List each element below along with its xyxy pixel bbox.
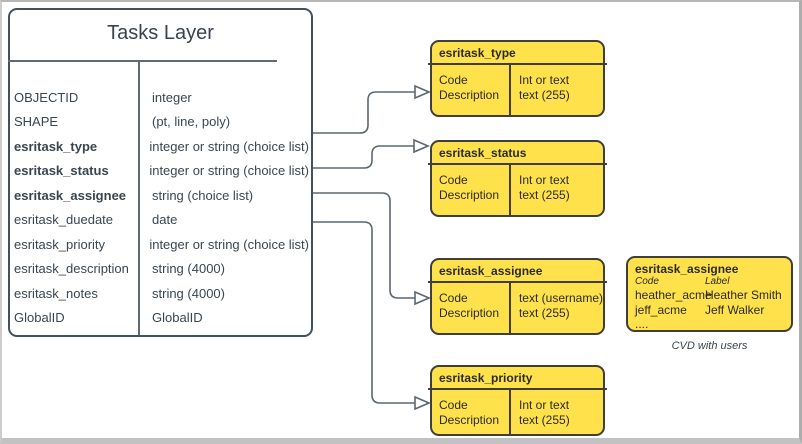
domain-box-title: esritask_type: [439, 46, 516, 60]
field-name: esritask_status: [14, 163, 109, 179]
field-type: integer or string (choice list): [149, 163, 309, 179]
table-row: esritask_assignee string (choice list): [14, 183, 309, 208]
table-row: esritask_notes string (4000): [14, 281, 309, 306]
table-row: SHAPE (pt, line, poly): [14, 110, 309, 135]
field-name: esritask_duedate: [14, 212, 114, 228]
header-divider: [428, 388, 607, 390]
column-divider: [509, 390, 511, 436]
cvd-user-label: [705, 317, 791, 330]
table-row: esritask_type integer or string (choice l…: [14, 134, 309, 159]
field-name: esritask_notes: [14, 285, 98, 301]
field-label: Description: [439, 88, 500, 102]
field-type: string (4000): [152, 285, 225, 301]
header-divider: [428, 281, 607, 283]
cvd-users-box: esritask_assignee Code Label heather_acm…: [626, 256, 793, 332]
field-type: date: [152, 212, 178, 228]
connector-esritask-assignee: [313, 192, 415, 299]
field-name: esritask_assignee: [14, 187, 127, 203]
tasks-layer-title: Tasks Layer: [107, 22, 214, 44]
table-row: GlobalID GlobalID: [14, 306, 309, 331]
field-type: text (255): [519, 88, 570, 102]
cvd-col-header-code: Code: [635, 276, 659, 287]
field-type: integer: [152, 89, 192, 105]
arrowhead-esritask-priority: [414, 395, 432, 411]
field-label: Description: [439, 413, 500, 427]
field-name: esritask_type: [14, 138, 98, 154]
cvd-user-code: ....: [635, 317, 649, 331]
field-type: text (username): [518, 291, 603, 305]
field-type: Int or text: [519, 173, 570, 187]
domain-box-esritask-type: esritask_type Code Description Int or te…: [428, 40, 607, 117]
field-label: Code: [439, 173, 468, 187]
field-type: GlobalID: [152, 310, 203, 326]
table-row: OBJECTID integer: [14, 85, 309, 110]
connector-esritask-status: [313, 145, 414, 169]
table-row: esritask_description string (4000): [14, 257, 309, 282]
domain-box-title: esritask_status: [439, 146, 527, 160]
arrowhead-esritask-assignee: [414, 290, 432, 306]
column-divider: [138, 62, 140, 335]
cvd-user-label: Heather Smith: [705, 288, 782, 302]
field-label: Description: [439, 188, 500, 202]
field-type: text (255): [519, 188, 570, 202]
domain-box-title: esritask_assignee: [439, 264, 543, 278]
field-type: integer or string (choice list): [149, 138, 309, 154]
field-type: text (255): [519, 413, 570, 427]
arrowhead-esritask-status: [413, 138, 431, 154]
cvd-caption: CVD with users: [671, 340, 748, 352]
field-list: OBJECTID integer SHAPE (pt, line, poly) es…: [14, 85, 309, 330]
domain-box-esritask-status: esritask_status Code Description Int or …: [428, 140, 607, 217]
column-divider: [509, 165, 511, 217]
cvd-col-header-label: Label: [705, 276, 730, 287]
connector-esritask-type: [313, 91, 415, 134]
field-type: integer or string (choice list): [149, 236, 309, 252]
field-name: esritask_priority: [14, 236, 106, 252]
field-name: esritask_description: [14, 261, 129, 277]
field-type: Int or text: [519, 398, 570, 412]
field-name: GlobalID: [14, 310, 65, 326]
cvd-user-label: Jeff Walker: [705, 302, 765, 317]
field-label: Description: [439, 306, 500, 320]
tasks-layer-table: Tasks Layer OBJECTID integer SHAPE (pt, li…: [8, 8, 313, 337]
column-divider: [509, 283, 511, 335]
field-type: text (255): [518, 306, 570, 320]
arrowhead-esritask-type: [414, 84, 432, 100]
table-row: esritask_duedate date: [14, 208, 309, 233]
field-type: string (4000): [152, 261, 225, 277]
table-row: esritask_priority integer or string (choi…: [14, 232, 309, 257]
field-label: Code: [439, 398, 468, 412]
header-divider: [428, 63, 607, 65]
cvd-user-code: jeff_acme: [635, 302, 687, 317]
domain-box-esritask-priority: esritask_priority Code Description Int o…: [428, 365, 607, 436]
domain-box-title: esritask_priority: [439, 371, 533, 385]
header-divider: [428, 163, 607, 165]
cvd-box-title: esritask_assignee: [635, 262, 739, 276]
field-label: Code: [439, 73, 468, 87]
column-divider: [509, 65, 511, 117]
field-type: string (choice list): [152, 187, 254, 203]
connector-esritask-priority: [313, 221, 415, 404]
field-type: (pt, line, poly): [152, 114, 231, 130]
field-name: OBJECTID: [14, 89, 79, 105]
cvd-user-code: heather_acme: [635, 288, 712, 302]
field-name: SHAPE: [14, 114, 59, 130]
field-type: Int or text: [519, 73, 570, 87]
domain-box-esritask-assignee: esritask_assignee Code Description text …: [428, 258, 607, 335]
table-row: esritask_status integer or string (choice…: [14, 159, 309, 184]
title-divider: [8, 60, 277, 62]
field-label: Code: [439, 291, 468, 305]
